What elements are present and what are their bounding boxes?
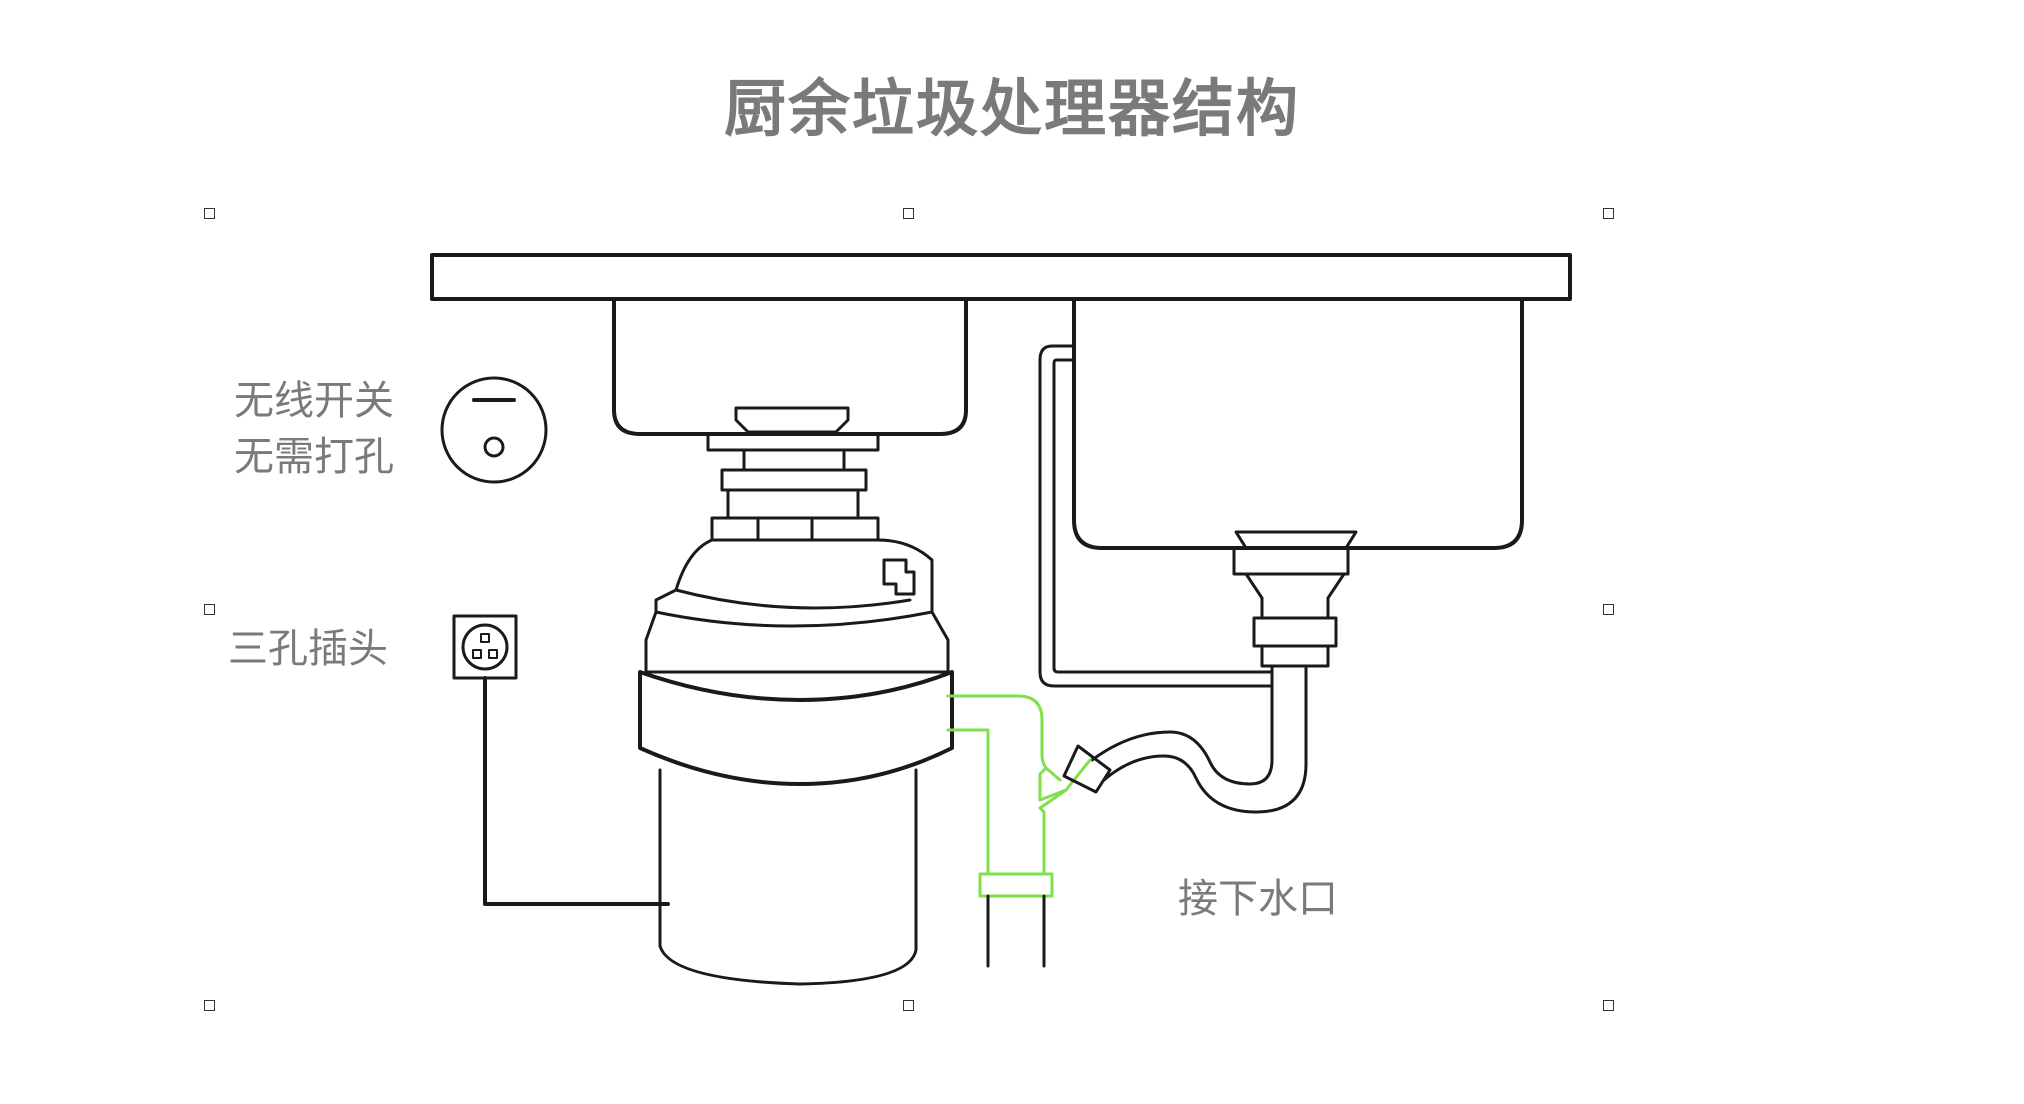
label-wireless-switch-line1: 无线开关 [234,378,394,424]
power-cable [483,676,670,906]
selection-handle-bl[interactable] [204,1000,215,1011]
disposer-canister [658,768,918,986]
disposer-motor-housing [638,670,954,786]
countertop [430,253,1572,301]
selection-handle-ml[interactable] [204,604,215,615]
three-hole-socket-icon [452,614,518,680]
disposer-flange [734,406,850,434]
slip-nut [1062,744,1112,794]
selection-handle-tm[interactable] [903,208,914,219]
selection-handle-tl[interactable] [204,208,215,219]
label-wireless-switch-line2: 无需打孔 [234,434,394,480]
dishwasher-inlet [882,558,916,596]
label-drain: 接下水口 [1178,876,1338,922]
sink-right [1072,297,1524,550]
selection-handle-tr[interactable] [1603,208,1614,219]
right-strainer [1234,530,1358,550]
overflow-pipe [1038,344,1274,688]
selection-handle-mr[interactable] [1603,604,1614,615]
green-discharge-pipe [946,694,1092,874]
sink-left [612,297,968,436]
wireless-switch-icon [440,376,548,484]
pipe-coupling [978,872,1054,898]
selection-handle-bm[interactable] [903,1000,914,1011]
label-plug: 三孔插头 [228,626,388,672]
label-wireless-switch: 无线开关 无需打孔 [234,373,394,485]
diagram-title: 厨余垃圾处理器结构 [723,72,1300,145]
p-trap [1090,664,1274,786]
selection-handle-br[interactable] [1603,1000,1614,1011]
